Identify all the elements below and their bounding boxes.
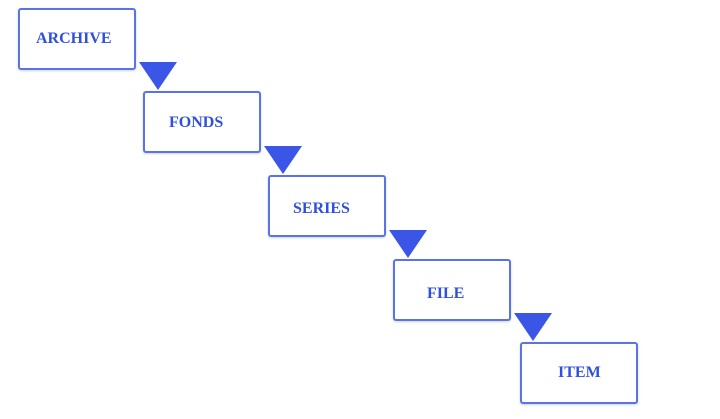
level-box-item: ITEM [520, 342, 638, 404]
level-box-series: SERIES [268, 175, 386, 237]
level-label-item: ITEM [558, 364, 601, 381]
down-triangle-icon [514, 313, 552, 341]
level-box-file: FILE [393, 259, 511, 321]
level-label-series: SERIES [293, 200, 350, 217]
down-triangle-icon [264, 146, 302, 174]
level-box-fonds: FONDS [143, 91, 261, 153]
level-box-archive: ARCHIVE [18, 8, 136, 70]
level-label-fonds: FONDS [169, 114, 224, 131]
level-label-file: FILE [427, 285, 465, 302]
down-triangle-icon [139, 62, 177, 90]
level-label-archive: ARCHIVE [36, 30, 112, 47]
down-triangle-icon [389, 230, 427, 258]
